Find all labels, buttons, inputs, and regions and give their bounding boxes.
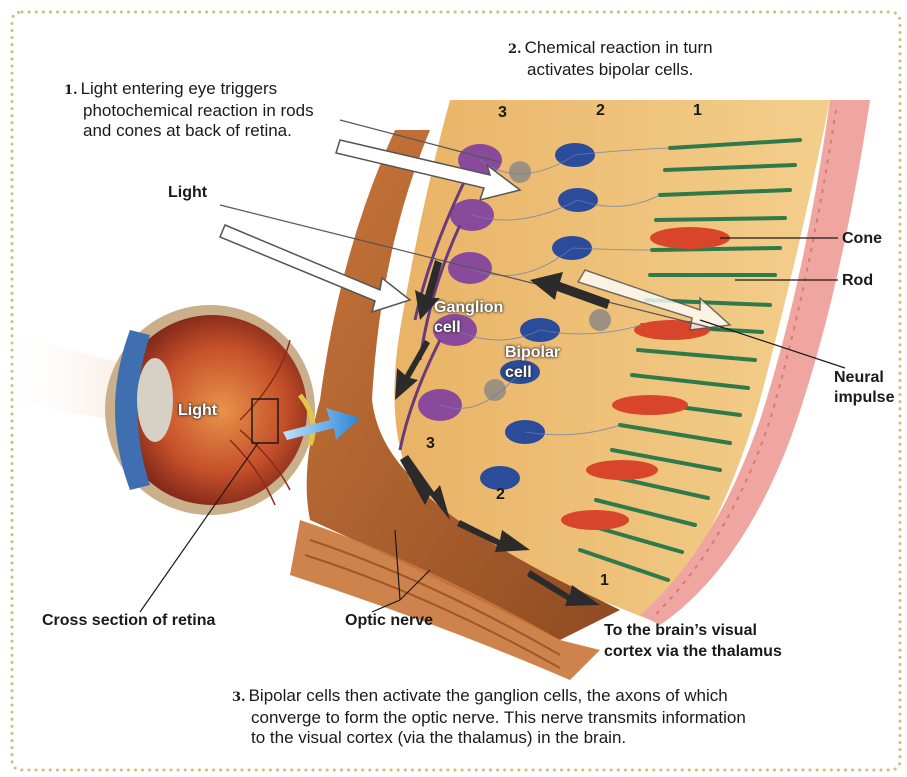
layer-number-1-low: 1	[600, 572, 609, 590]
step-2-text: 2.Chemical reaction in turn activates bi…	[508, 38, 713, 80]
light-label-top: Light	[168, 184, 207, 202]
optic-nerve-label: Optic nerve	[345, 612, 433, 630]
ganglion-cell-label: Ganglion cell	[434, 298, 503, 338]
layer-number-2-low: 2	[496, 486, 505, 504]
neural-impulse-label: Neural impulse	[834, 368, 894, 408]
light-label-eye: Light	[178, 402, 217, 420]
cross-section-label: Cross section of retina	[42, 612, 215, 630]
bipolar-cell-label: Bipolar cell	[505, 343, 560, 383]
to-brain-label: To the brain’s visual cortex via the tha…	[604, 620, 782, 662]
layer-number-3-top: 3	[498, 104, 507, 122]
step-3-text: 3.Bipolar cells then activate the gangli…	[232, 686, 746, 748]
cone-label: Cone	[842, 230, 882, 248]
eye-cross-section	[0, 305, 315, 515]
layer-number-1-top: 1	[693, 102, 702, 120]
rod-label: Rod	[842, 272, 873, 290]
layer-number-3-low: 3	[426, 435, 435, 453]
step-1-text: 1.Light entering eye triggers photochemi…	[64, 79, 314, 141]
layer-number-2-top: 2	[596, 102, 605, 120]
